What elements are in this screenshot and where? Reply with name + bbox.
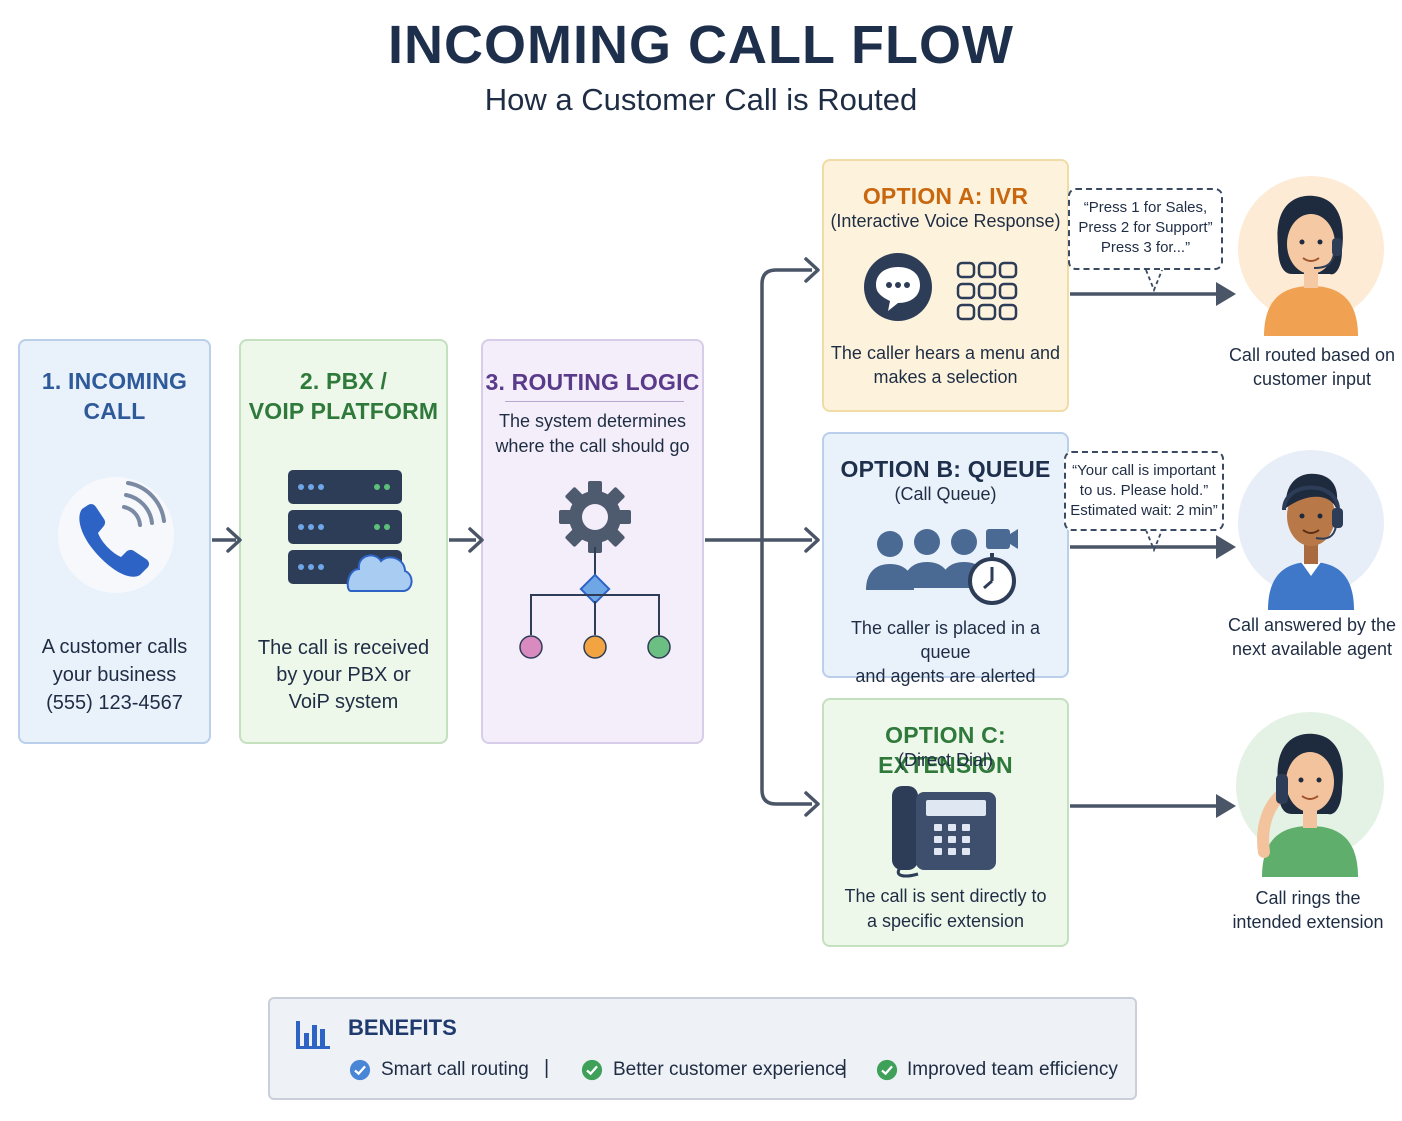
text-line: Call rings the <box>1255 888 1361 908</box>
agent-avatar-ivr <box>1238 176 1384 336</box>
option-subtitle: (Direct Dial) <box>897 750 993 770</box>
step-title-line: 1. INCOMING <box>41 368 188 394</box>
phone-ringing-icon <box>58 477 174 593</box>
page-subtitle: How a Customer Call is Routed <box>484 82 918 117</box>
step-title: 1. INCOMING CALL <box>20 366 209 426</box>
gear-flow-icon <box>519 481 671 659</box>
check-circle-icon <box>581 1059 603 1081</box>
agent-avatar-extension <box>1236 712 1384 877</box>
text-line: The caller is placed in a queue <box>850 618 1041 662</box>
step-title-line: CALL <box>83 398 146 424</box>
benefits-title: BENEFITS <box>348 1015 457 1040</box>
text-line: The system determines <box>498 411 687 431</box>
text-line: The caller hears a menu and <box>830 343 1061 363</box>
benefit-item: Improved team efficiency <box>907 1059 1118 1080</box>
server-cloud-icon <box>288 470 413 592</box>
option-subtitle: (Call Queue) <box>894 484 997 504</box>
bubble-line: “Press 1 for Sales, <box>1083 199 1208 216</box>
benefit-item: Smart call routing <box>381 1059 529 1080</box>
benefits-panel: BENEFITS Smart call routing | Better cus… <box>268 997 1137 1100</box>
desk-phone-icon <box>892 786 996 878</box>
option-subtitle: (Interactive Voice Response) <box>830 211 1061 231</box>
bubble-line: to us. Please hold.” <box>1079 482 1209 499</box>
text-line: and agents are alerted <box>855 666 1036 686</box>
text-line: next available agent <box>1231 639 1393 659</box>
text-line: makes a selection <box>873 367 1018 387</box>
benefit-separator: | <box>544 1057 550 1079</box>
step-pbx-card: 2. PBX / VOIP PLATFORM The call is recei… <box>239 339 448 744</box>
ivr-keypad-icon <box>864 253 1018 321</box>
text-line: Call answered by the <box>1227 615 1397 635</box>
result-label-queue: Call answered by the next available agen… <box>1222 613 1402 661</box>
text-line: VoiP system <box>288 691 399 713</box>
option-description: The caller is placed in a queue and agen… <box>824 616 1067 688</box>
text-line: customer input <box>1252 369 1372 389</box>
step-description: The system determines where the call sho… <box>483 409 702 459</box>
text-line: a specific extension <box>866 911 1025 931</box>
queue-people-icon <box>866 529 1018 605</box>
option-ivr-card: OPTION A: IVR (Interactive Voice Respons… <box>822 159 1069 412</box>
step-title: 3. ROUTING LOGIC <box>485 369 700 395</box>
text-line: intended extension <box>1232 912 1384 932</box>
text-line: by your PBX or <box>276 664 411 686</box>
bubble-line: “Your call is important <box>1072 462 1216 479</box>
benefit-separator: | <box>842 1057 848 1079</box>
text-line: The call is received <box>257 637 430 659</box>
queue-prompt-bubble: “Your call is important to us. Please ho… <box>1064 451 1224 531</box>
check-circle-icon <box>876 1059 898 1081</box>
option-title: OPTION C: EXTENSION <box>878 722 1013 778</box>
text-line: Call routed based on <box>1228 345 1396 365</box>
option-description: The call is sent directly to a specific … <box>824 884 1067 934</box>
step-title-line: VOIP PLATFORM <box>248 398 439 424</box>
option-title: OPTION B: QUEUE <box>840 456 1051 482</box>
option-title: OPTION A: IVR <box>862 183 1029 209</box>
benefit-item: Better customer experience <box>613 1059 846 1080</box>
bubble-line: Press 3 for...” <box>1100 239 1191 256</box>
result-label-ivr: Call routed based on customer input <box>1222 343 1402 391</box>
option-description: The caller hears a menu and makes a sele… <box>824 341 1067 389</box>
text-line: The call is sent directly to <box>844 886 1047 906</box>
bubble-line: Press 2 for Support” <box>1078 219 1213 236</box>
bar-chart-icon <box>296 1021 330 1049</box>
check-circle-icon <box>349 1059 371 1081</box>
step-incoming-call-card: 1. INCOMING CALL A customer calls your b… <box>18 339 211 744</box>
agent-avatar-queue <box>1238 450 1384 610</box>
page-title: INCOMING CALL FLOW <box>388 15 1014 75</box>
step-description: A customer calls your business (555) 123… <box>20 633 209 717</box>
text-line: your business <box>52 664 177 686</box>
bubble-line: Estimated wait: 2 min” <box>1070 502 1218 519</box>
text-line: A customer calls <box>41 636 188 658</box>
option-extension-card: OPTION C: EXTENSION (Direct Dial) The ca… <box>822 698 1069 947</box>
text-line: (555) 123-4567 <box>46 692 183 714</box>
text-line: where the call should go <box>495 436 690 456</box>
result-label-extension: Call rings the intended extension <box>1218 886 1398 934</box>
option-queue-card: OPTION B: QUEUE (Call Queue) The caller … <box>822 432 1069 686</box>
step-description: The call is received by your PBX or VoiP… <box>241 635 446 716</box>
ivr-prompt-bubble: “Press 1 for Sales, Press 2 for Support”… <box>1068 188 1223 270</box>
step-routing-logic-card: 3. ROUTING LOGIC The system determines w… <box>481 339 704 744</box>
step-title-line: 2. PBX / <box>299 368 388 394</box>
divider <box>505 401 684 402</box>
step-title: 2. PBX / VOIP PLATFORM <box>241 366 446 426</box>
